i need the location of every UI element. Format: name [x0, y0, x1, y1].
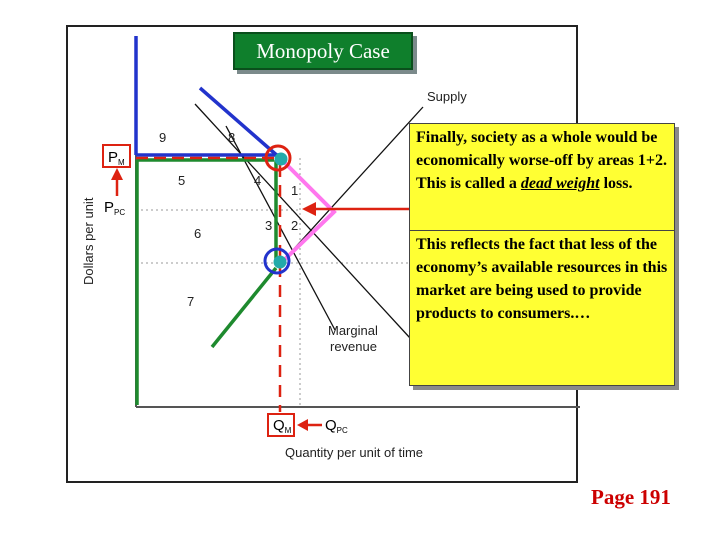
- monopoly-point-dot: [274, 152, 288, 166]
- resources-note-text: This reflects the fact that less of the …: [416, 236, 668, 322]
- deadweight-emphasis: dead weight: [520, 175, 600, 192]
- area-7: 7: [187, 294, 194, 309]
- dotted-guides: [136, 158, 410, 407]
- mr-label-line2: revenue: [330, 339, 377, 354]
- competitive-point-dot: [273, 255, 287, 269]
- ppc-label: PPC: [104, 199, 125, 217]
- blue-diagonal-line: [198, 86, 282, 160]
- qm-arrow-head: [297, 419, 308, 431]
- area-2: 2: [291, 218, 298, 233]
- y-axis-label: Dollars per unit: [81, 197, 96, 285]
- title-banner: Monopoly Case: [233, 32, 413, 70]
- pm-label: PM: [108, 149, 125, 167]
- area-9: 9: [159, 130, 166, 145]
- area-5: 5: [178, 173, 185, 188]
- area-1: 1: [291, 183, 298, 198]
- competitive-point-circle: [263, 247, 291, 275]
- demand-curve: [194, 103, 411, 339]
- qpc-label: QPC: [325, 417, 348, 435]
- area-8: 8: [228, 130, 235, 145]
- mr-label-line1: Marginal: [328, 323, 378, 338]
- deadweight-note-end: loss.: [599, 175, 633, 192]
- x-axis-label: Quantity per unit of time: [285, 445, 423, 460]
- monopoly-point-circle: [264, 144, 292, 172]
- resources-note: This reflects the fact that less of the …: [409, 230, 675, 386]
- area-3: 3: [265, 218, 272, 233]
- title-text: Monopoly Case: [256, 38, 390, 63]
- deadweight-note-text: Finally, society as a whole would be eco…: [416, 129, 667, 192]
- area-6: 6: [194, 226, 201, 241]
- pm-arrow-head: [111, 168, 123, 180]
- deadweight-note: Finally, society as a whole would be eco…: [409, 123, 675, 231]
- area-4: 4: [254, 173, 261, 188]
- supply-label: Supply: [427, 89, 467, 104]
- page-number: Page 191: [591, 485, 671, 509]
- supply-curve: [281, 106, 424, 263]
- qm-label: QM: [273, 417, 292, 435]
- deadweight-loss-triangle: [280, 158, 337, 264]
- red-arrow-head: [302, 202, 316, 216]
- pm-label-box: [102, 144, 131, 168]
- qm-label-box: [267, 413, 295, 437]
- green-mr-segment: [210, 266, 278, 349]
